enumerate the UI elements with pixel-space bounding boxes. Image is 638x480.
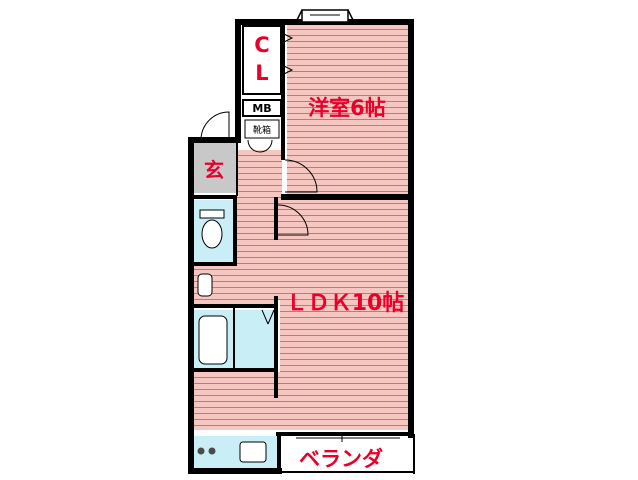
toilet-fixture: [199, 209, 225, 249]
sink-fixture: [197, 273, 213, 297]
closet-label-c: C: [254, 33, 269, 57]
balcony-window: [296, 434, 400, 442]
closet-box: [242, 25, 282, 95]
kitchen-fixtures: [197, 441, 267, 463]
entrance-label: 玄: [204, 158, 224, 182]
top-window: [295, 9, 355, 23]
bathtub-fixture: [198, 315, 228, 365]
closet-label-l: L: [255, 61, 268, 85]
balcony-label: ベランダ: [299, 447, 383, 471]
lower-hall-floor: [194, 372, 284, 430]
closet-doors: [283, 33, 294, 75]
doors: [200, 111, 318, 325]
shoe-box: [244, 119, 280, 139]
western-room-floor: [287, 24, 411, 194]
entrance-floor: [194, 143, 237, 193]
ldk-floor: [280, 200, 411, 430]
meter-box-label: MB: [252, 102, 271, 115]
western-room-label: 洋室6帖: [308, 96, 386, 120]
shoe-box-label: 靴箱: [253, 124, 271, 136]
ldk-label: ＬＤＫ10帖: [286, 291, 405, 316]
